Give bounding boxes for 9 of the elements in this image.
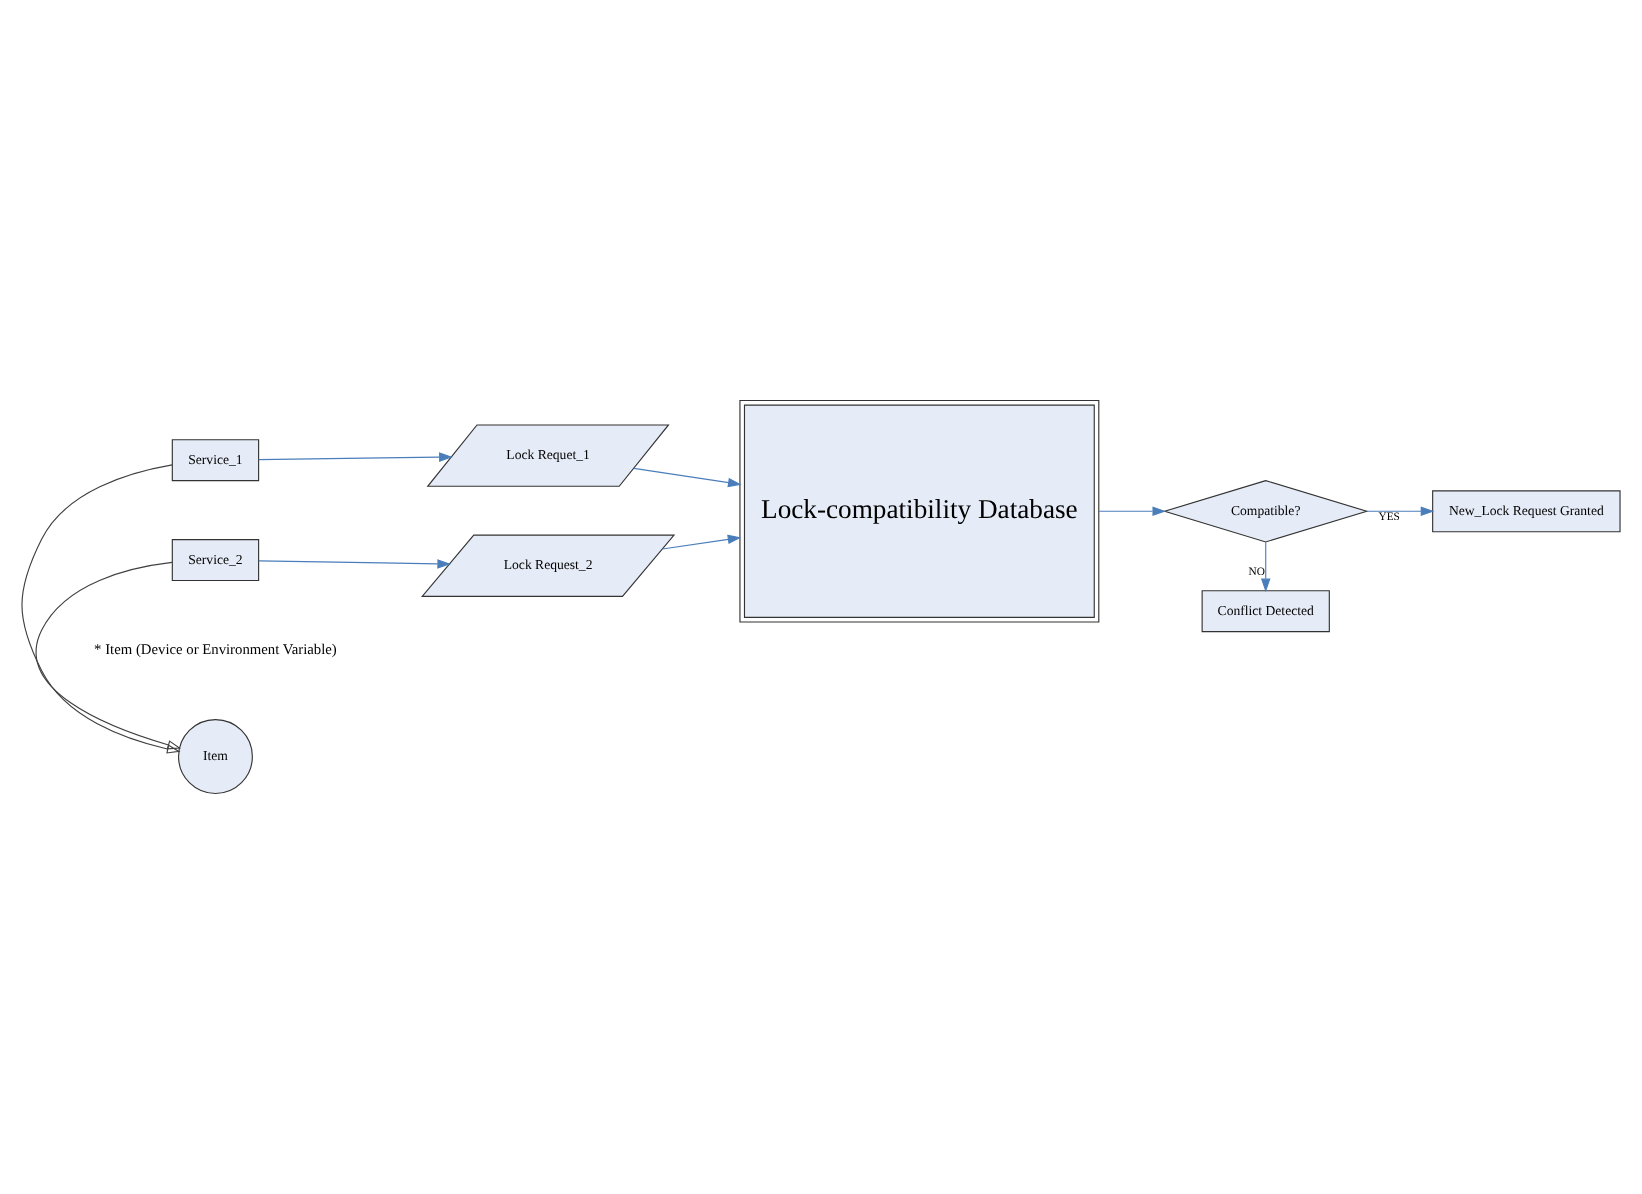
arrow xyxy=(21,464,181,754)
arrow xyxy=(661,534,742,550)
arrow xyxy=(1366,506,1435,517)
arrow xyxy=(35,561,182,750)
arrow xyxy=(258,452,453,462)
arrow xyxy=(1260,541,1271,593)
arrow xyxy=(633,467,742,488)
arrow xyxy=(258,559,451,569)
arrow xyxy=(1098,506,1167,517)
